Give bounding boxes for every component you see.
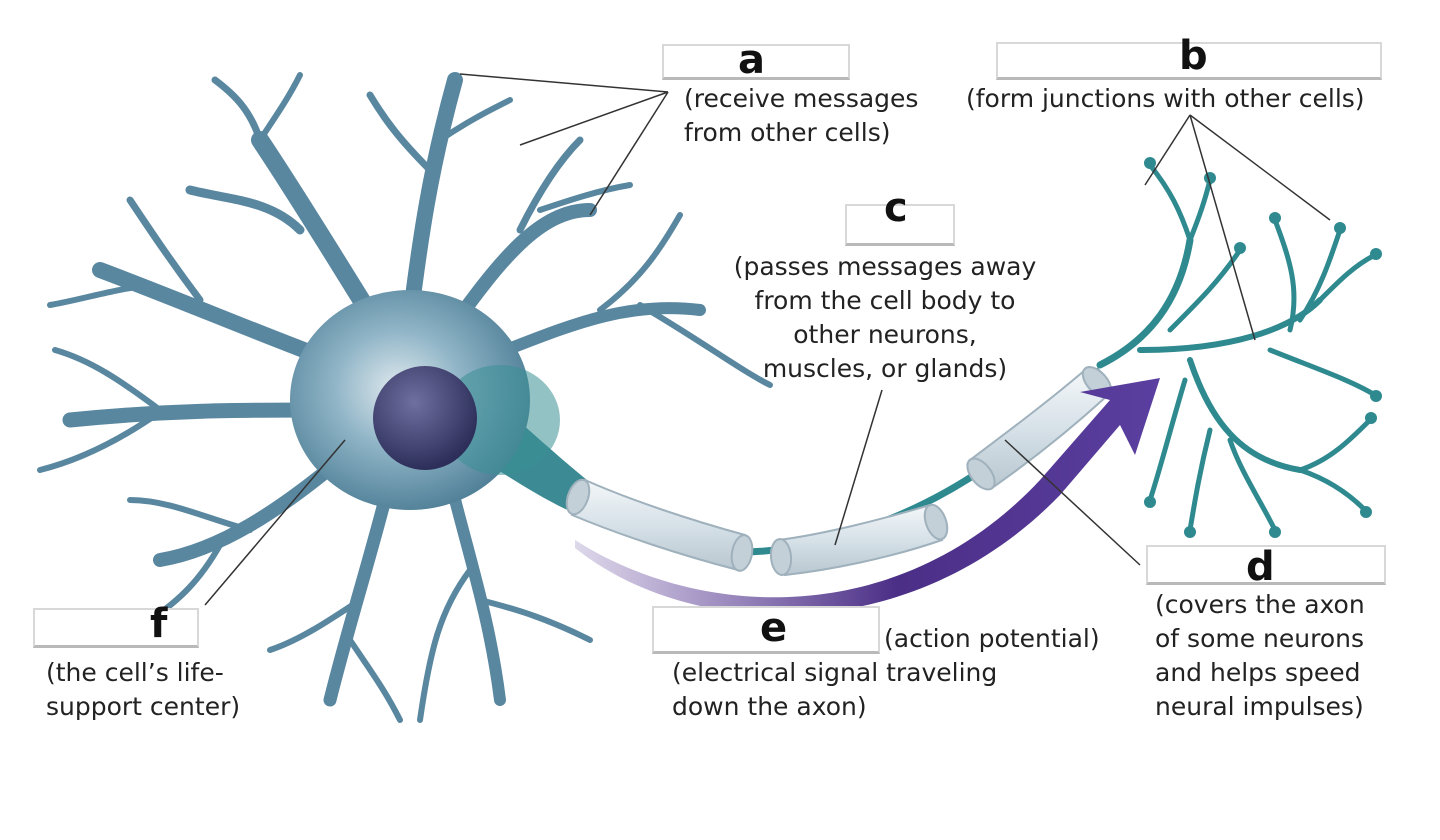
label-d-caption-4: neural impulses) — [1155, 692, 1364, 721]
nucleus — [373, 366, 477, 470]
terminal-buttons — [1144, 157, 1382, 538]
label-f-box[interactable] — [33, 608, 199, 648]
label-a-caption-2: from other cells) — [684, 118, 891, 147]
label-d-caption-2: of some neurons — [1155, 624, 1365, 653]
label-e-caption-2: down the axon) — [672, 692, 867, 721]
label-e-letter: e — [760, 605, 788, 651]
label-d-caption-1: (covers the axon — [1155, 590, 1365, 619]
myelin-sheath — [570, 368, 1110, 577]
label-e-box[interactable] — [652, 606, 880, 654]
label-c-caption-3: other neurons, — [793, 320, 977, 349]
axon-terminals — [1096, 162, 1378, 533]
label-c-caption-2: from the cell body to — [754, 286, 1016, 315]
label-a-letter: a — [738, 37, 765, 83]
label-d-caption-3: and helps speed — [1155, 658, 1361, 687]
leader-lines — [204, 73, 1331, 606]
label-e-caption-1: (electrical signal traveling — [672, 658, 998, 687]
label-f-caption-2: support center) — [46, 692, 241, 721]
label-e-inline-text: (action potential) — [884, 624, 1100, 653]
label-c-caption-1: (passes messages away — [733, 252, 1037, 281]
label-c-letter: c — [884, 185, 908, 231]
label-d-box[interactable] — [1146, 545, 1386, 585]
label-b-letter: b — [1179, 33, 1208, 79]
label-a-caption-1: (receive messages — [684, 84, 919, 113]
label-f-caption-1: (the cell’s life- — [46, 658, 224, 687]
action-potential-arrow — [575, 378, 1160, 615]
label-b-caption-1: (form junctions with other cells) — [966, 84, 1365, 113]
label-c-box[interactable] — [845, 204, 955, 246]
label-b-box[interactable] — [996, 42, 1382, 80]
label-f-letter: f — [150, 601, 168, 647]
label-a-box[interactable] — [662, 44, 850, 80]
label-d-letter: d — [1246, 544, 1275, 590]
label-c-caption-4: muscles, or glands) — [762, 354, 1008, 383]
